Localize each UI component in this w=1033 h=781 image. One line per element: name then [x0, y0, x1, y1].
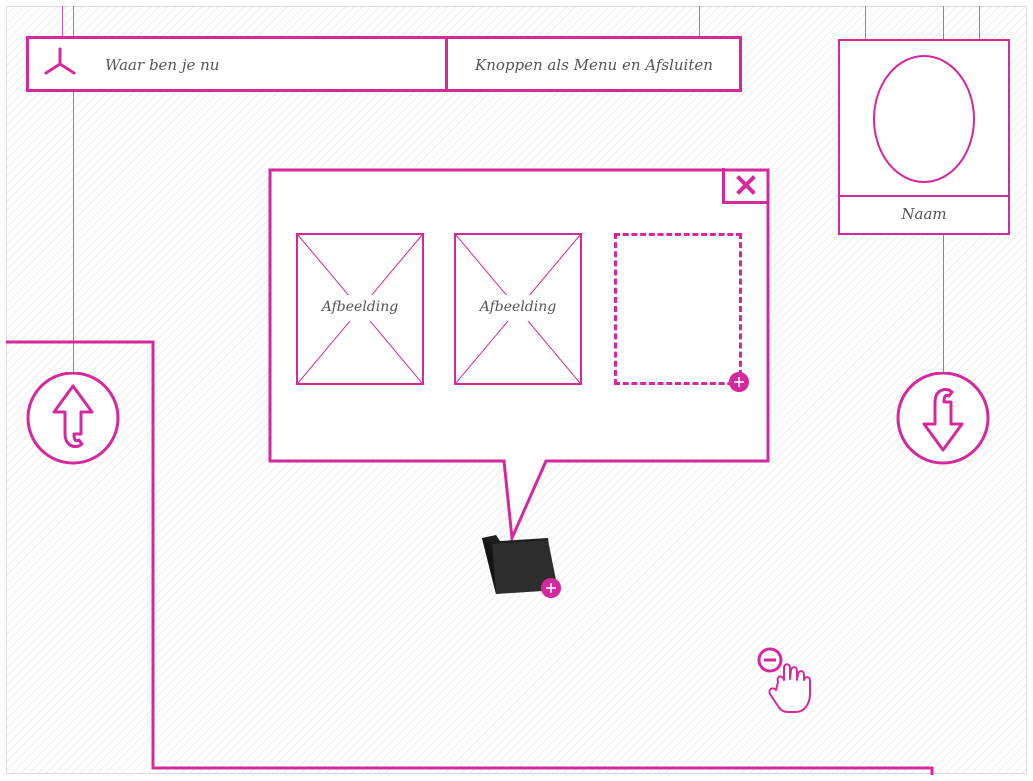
- plus-icon[interactable]: [541, 578, 561, 598]
- folder-icon[interactable]: [478, 532, 564, 600]
- header-divider: [445, 39, 448, 89]
- add-image-dropzone[interactable]: [614, 233, 742, 385]
- profile-card[interactable]: Naam: [838, 39, 1010, 235]
- tri-spoke-logo-icon[interactable]: [43, 47, 77, 81]
- image-placeholder-label: Afbeelding: [479, 299, 557, 315]
- connector-line: [979, 6, 980, 39]
- close-icon: [736, 175, 756, 195]
- connector-line: [865, 6, 866, 39]
- profile-divider: [840, 195, 1008, 197]
- controls-hint[interactable]: Knoppen als Menu en Afsluiten: [475, 56, 713, 74]
- breadcrumb: Waar ben je nu: [105, 56, 220, 74]
- connector-line: [73, 92, 74, 374]
- image-placeholder[interactable]: Afbeelding: [296, 233, 424, 385]
- plus-icon[interactable]: [729, 372, 749, 392]
- connector-line: [62, 6, 63, 36]
- arrow-up-icon[interactable]: [26, 372, 122, 468]
- image-placeholder[interactable]: Afbeelding: [454, 233, 582, 385]
- connector-line: [699, 6, 700, 36]
- profile-name: Naam: [901, 205, 947, 223]
- header-bar: Waar ben je nu Knoppen als Menu en Afslu…: [26, 36, 742, 92]
- image-placeholder-label: Afbeelding: [321, 299, 399, 315]
- close-button[interactable]: [722, 168, 768, 204]
- connector-line: [943, 6, 944, 39]
- arrow-down-icon[interactable]: [896, 372, 992, 468]
- hand-pointer-minus-icon: [757, 647, 811, 713]
- connector-line: [73, 6, 74, 36]
- connector-line: [943, 235, 944, 374]
- avatar: [873, 55, 975, 183]
